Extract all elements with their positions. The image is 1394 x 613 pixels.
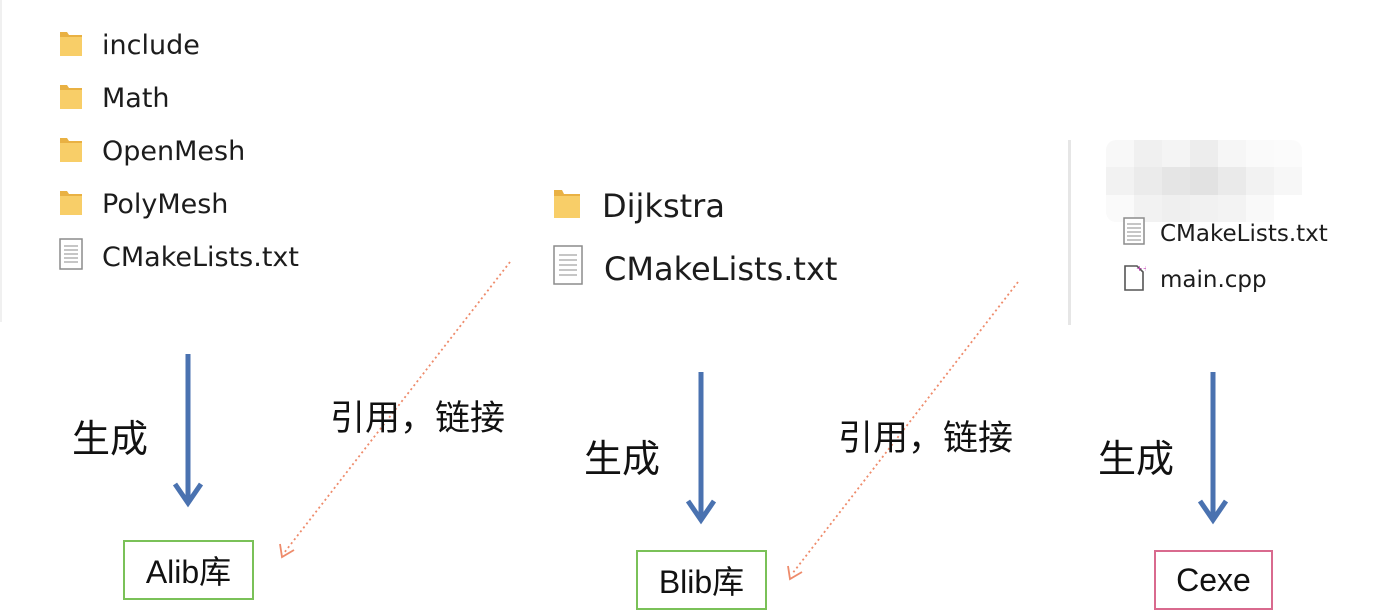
folder-icon	[58, 185, 84, 224]
output-box-cexe: Cexe	[1154, 550, 1273, 610]
explorer-panel-b	[540, 170, 870, 310]
item-label: OpenMesh	[102, 135, 246, 167]
folder-icon	[58, 79, 84, 118]
item-label: CMakeLists.txt	[102, 241, 299, 273]
reference-label-2: 引用，链接	[838, 419, 1014, 459]
reference-arrow-1	[279, 261, 511, 559]
list-item-dijkstra[interactable]: Dijkstra	[552, 183, 725, 229]
list-item-cmakelists-b[interactable]: CMakeLists.txt	[552, 244, 838, 294]
cpp-file-icon: ++	[1122, 262, 1149, 298]
item-label: CMakeLists.txt	[1160, 221, 1328, 247]
folder-icon	[58, 26, 84, 65]
list-item-cmakelists-c[interactable]: CMakeLists.txt	[1122, 217, 1328, 251]
generate-arrow-a	[172, 354, 204, 508]
text-file-icon	[552, 244, 584, 294]
item-label: include	[102, 29, 200, 61]
list-item-main-cpp[interactable]: ++ main.cpp	[1122, 263, 1267, 297]
item-label: PolyMesh	[102, 188, 229, 220]
generate-arrow-c	[1197, 372, 1229, 525]
output-box-alib: Alib库	[123, 540, 254, 600]
blurred-redaction	[1106, 140, 1302, 222]
list-item-math[interactable]: Math	[58, 78, 170, 118]
item-label: Dijkstra	[602, 187, 725, 225]
folder-icon	[58, 132, 84, 171]
list-item-include[interactable]: include	[58, 25, 200, 65]
svg-text:++: ++	[1136, 264, 1146, 273]
reference-arrow-2	[787, 281, 1019, 581]
text-file-icon	[1122, 216, 1146, 252]
explorer-panel-a	[0, 0, 535, 322]
item-label: Math	[102, 82, 170, 114]
reference-label-1: 引用，链接	[330, 399, 506, 439]
generate-label-c: 生成	[1098, 437, 1175, 481]
list-item-openmesh[interactable]: OpenMesh	[58, 131, 245, 171]
generate-label-b: 生成	[584, 437, 661, 481]
item-label: main.cpp	[1160, 267, 1267, 293]
folder-icon	[552, 184, 582, 228]
output-label-blib: Blib库	[658, 564, 745, 600]
output-box-blib: Blib库	[636, 550, 767, 610]
list-item-polymesh[interactable]: PolyMesh	[58, 184, 228, 224]
item-label: CMakeLists.txt	[604, 250, 838, 288]
list-item-cmakelists-a[interactable]: CMakeLists.txt	[58, 237, 299, 277]
output-label-alib: Alib库	[145, 554, 232, 590]
output-label-cexe: Cexe	[1176, 561, 1251, 598]
generate-label-a: 生成	[72, 417, 149, 461]
generate-arrow-b	[685, 372, 717, 525]
text-file-icon	[58, 237, 84, 278]
